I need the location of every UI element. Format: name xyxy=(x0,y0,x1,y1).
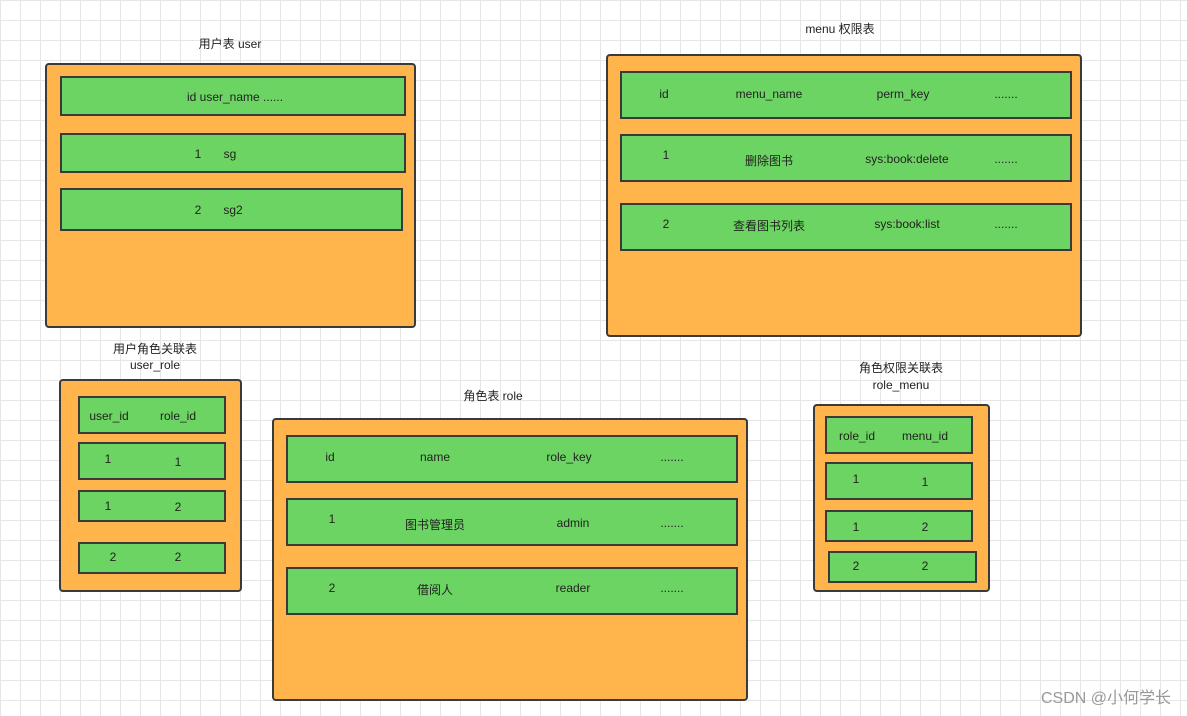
role-row-1: 1 图书管理员 admin ....... xyxy=(286,498,738,546)
role-menu-header-menu: menu_id xyxy=(901,429,949,443)
role-header-row: id name role_key ....... xyxy=(286,435,738,483)
watermark: CSDN @小何学长 xyxy=(1040,690,1171,707)
role-row-1-id: 1 xyxy=(328,512,336,526)
user-role-panel: user_id role_id 1 1 1 2 2 2 xyxy=(59,379,242,592)
role-header-key: role_key xyxy=(546,450,592,464)
user-table-panel: id user_name ...... 1 sg 2 sg2 xyxy=(45,63,416,328)
user-role-row-3-role: 2 xyxy=(174,550,182,564)
role-row-1-more: ....... xyxy=(660,516,684,530)
role-menu-row-1-role: 1 xyxy=(852,472,860,486)
role-menu-header-row: role_id menu_id xyxy=(825,416,973,454)
user-role-title-cn: 用户角色关联表 xyxy=(112,342,197,356)
role-menu-row-1-menu: 1 xyxy=(921,475,929,489)
user-role-header-row: user_id role_id xyxy=(78,396,226,434)
menu-row-1: 1 删除图书 sys:book:delete ....... xyxy=(620,134,1072,182)
user-row-2-name: sg2 xyxy=(223,203,243,217)
menu-row-2-id: 2 xyxy=(662,217,670,231)
user-header-row: id user_name ...... xyxy=(60,76,406,116)
role-header-id: id xyxy=(325,450,335,464)
user-row-2-id: 2 xyxy=(194,203,202,217)
role-menu-title-cn: 角色权限关联表 xyxy=(858,361,943,375)
role-table-title: 角色表 role xyxy=(463,389,523,403)
user-role-row-2: 1 2 xyxy=(78,490,226,522)
user-role-row-1: 1 1 xyxy=(78,442,226,480)
role-row-1-key: admin xyxy=(556,516,590,530)
role-row-2-id: 2 xyxy=(328,581,336,595)
user-role-row-3: 2 2 xyxy=(78,542,226,574)
role-row-2-name: 借阅人 xyxy=(416,583,454,597)
user-row-2: 2 sg2 xyxy=(60,188,403,231)
role-menu-row-3-role: 2 xyxy=(852,559,860,573)
role-row-2-more: ....... xyxy=(660,581,684,595)
menu-row-1-name: 删除图书 xyxy=(744,154,794,168)
user-role-row-1-role: 1 xyxy=(174,455,182,469)
role-menu-row-1: 1 1 xyxy=(825,462,973,500)
menu-table-title: menu 权限表 xyxy=(805,22,875,36)
menu-header-row: id menu_name perm_key ....... xyxy=(620,71,1072,119)
menu-row-2: 2 查看图书列表 sys:book:list ....... xyxy=(620,203,1072,251)
role-menu-row-3: 2 2 xyxy=(828,551,977,583)
menu-header-more: ....... xyxy=(994,87,1018,101)
menu-row-1-perm: sys:book:delete xyxy=(865,152,949,166)
menu-row-1-more: ....... xyxy=(994,152,1018,166)
role-row-2-key: reader xyxy=(555,581,591,595)
menu-header-name: menu_name xyxy=(735,87,803,101)
role-table-panel: id name role_key ....... 1 图书管理员 admin .… xyxy=(272,418,748,701)
user-role-row-1-user: 1 xyxy=(104,452,112,466)
role-menu-row-2-role: 1 xyxy=(852,520,860,534)
user-role-row-2-user: 1 xyxy=(104,499,112,513)
role-menu-row-2-menu: 2 xyxy=(921,520,929,534)
user-role-row-2-role: 2 xyxy=(174,500,182,514)
menu-header-perm: perm_key xyxy=(876,87,930,101)
user-table-title: 用户表 user xyxy=(198,37,262,51)
role-header-name: name xyxy=(419,450,451,464)
role-menu-panel: role_id menu_id 1 1 1 2 2 2 xyxy=(813,404,990,592)
menu-row-2-perm: sys:book:list xyxy=(874,217,940,231)
role-row-1-name: 图书管理员 xyxy=(404,518,466,532)
role-menu-row-2: 1 2 xyxy=(825,510,973,542)
role-menu-row-3-menu: 2 xyxy=(921,559,929,573)
user-row-1-id: 1 xyxy=(194,147,202,161)
user-row-1: 1 sg xyxy=(60,133,406,173)
user-header-text: id user_name ...... xyxy=(186,90,284,104)
role-menu-header-role: role_id xyxy=(838,429,876,443)
menu-row-2-more: ....... xyxy=(994,217,1018,231)
menu-row-1-id: 1 xyxy=(662,148,670,162)
menu-table-panel: id menu_name perm_key ....... 1 删除图书 sys… xyxy=(606,54,1082,337)
user-role-header-user: user_id xyxy=(89,409,129,423)
menu-row-2-name: 查看图书列表 xyxy=(732,219,806,233)
user-row-1-name: sg xyxy=(223,147,237,161)
menu-header-id: id xyxy=(659,87,669,101)
user-role-header-role: role_id xyxy=(159,409,197,423)
role-row-2: 2 借阅人 reader ....... xyxy=(286,567,738,615)
user-role-title-en: user_role xyxy=(129,358,181,372)
role-header-more: ....... xyxy=(660,450,684,464)
user-role-row-3-user: 2 xyxy=(109,550,117,564)
role-menu-title-en: role_menu xyxy=(872,378,930,392)
